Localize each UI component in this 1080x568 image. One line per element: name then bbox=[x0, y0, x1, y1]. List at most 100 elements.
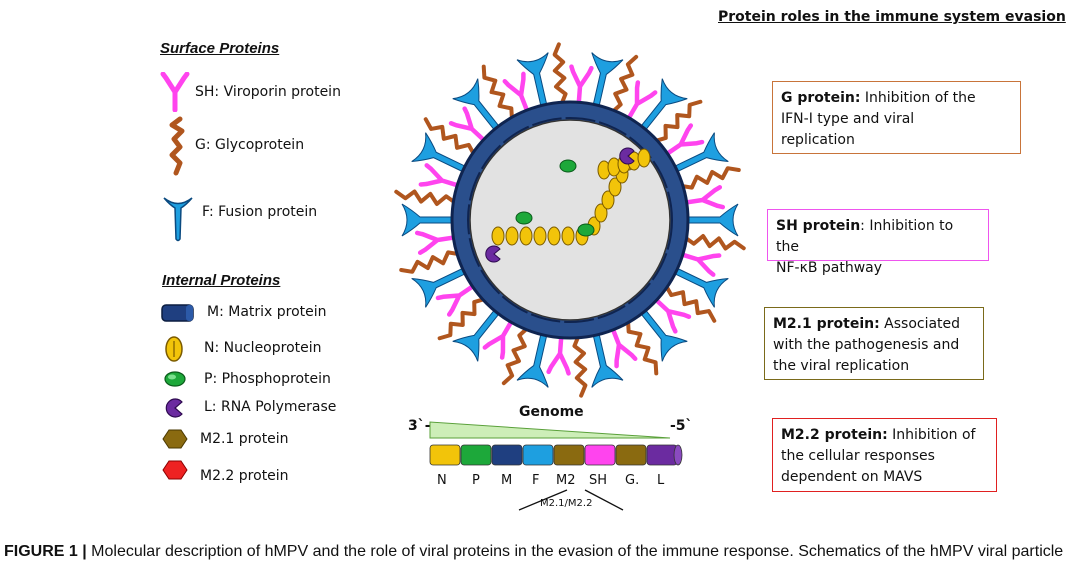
legend-m22-label: M2.2 protein bbox=[200, 468, 289, 484]
legend-n-label: N: Nucleoprotein bbox=[204, 340, 322, 356]
glycoprotein-spike bbox=[663, 283, 717, 323]
fusion-protein-spike bbox=[452, 308, 501, 362]
legend-m21-label: M2.1 protein bbox=[200, 431, 289, 447]
nucleoprotein-unit bbox=[637, 148, 651, 168]
nucleoprotein-unit bbox=[519, 226, 533, 246]
gene-label-l: L bbox=[657, 473, 665, 488]
phosphoprotein-unit bbox=[515, 211, 533, 225]
nucleoprotein-unit bbox=[561, 226, 575, 246]
sh-protein-spike bbox=[610, 325, 638, 369]
figure-caption: FIGURE 1 | Molecular description of hMPV… bbox=[4, 543, 1063, 561]
fusion-protein-spike bbox=[411, 266, 468, 308]
rna-polymerase-unit bbox=[485, 245, 501, 263]
genome-bar bbox=[429, 444, 683, 466]
genome-3-prime: 3`- bbox=[408, 418, 431, 434]
nucleoprotein-unit bbox=[533, 226, 547, 246]
fusion-protein-spike bbox=[639, 308, 688, 362]
internal-proteins-title: Internal Proteins bbox=[162, 272, 281, 289]
glycoprotein-spike bbox=[501, 325, 530, 386]
caption-label: FIGURE 1 | bbox=[4, 543, 87, 560]
legend-f-label: F: Fusion protein bbox=[202, 204, 318, 220]
g-protein-role-box: G protein: Inhibition of the IFN-I type … bbox=[772, 81, 1021, 154]
genome-segment-n bbox=[429, 444, 461, 466]
legend-p-label: P: Phosphoprotein bbox=[204, 371, 331, 387]
sh-protein-spike bbox=[448, 106, 488, 144]
phosphoprotein-unit bbox=[559, 159, 577, 173]
sh-icon bbox=[160, 72, 190, 112]
nucleoprotein-unit bbox=[601, 190, 615, 210]
matrix-icon bbox=[161, 304, 194, 322]
m21-protein-role-box: M2.1 protein: Associated with the pathog… bbox=[764, 307, 984, 380]
fusion-protein-spike bbox=[672, 266, 729, 308]
gene-label-m: M bbox=[501, 473, 513, 488]
sh-protein-spike bbox=[418, 163, 462, 189]
genome-gradient-triangle bbox=[429, 421, 671, 439]
glycoprotein-spike bbox=[394, 189, 458, 206]
sh-protein-spike bbox=[678, 251, 722, 277]
glycoprotein-spike bbox=[682, 234, 746, 251]
glycoprotein-spike bbox=[423, 117, 477, 157]
sh-protein-spike bbox=[682, 185, 726, 210]
m22-protein-role-box: M2.2 protein: Inhibition of the cellular… bbox=[772, 418, 997, 492]
glycoprotein-spike bbox=[481, 64, 514, 122]
legend-g-label: G: Glycoprotein bbox=[195, 137, 305, 153]
glycoprotein-spike bbox=[653, 99, 703, 144]
nucleoprotein-unit bbox=[594, 203, 608, 223]
gene-label-f: F bbox=[532, 473, 540, 488]
glycoprotein-spike bbox=[552, 42, 568, 107]
rna-polymerase-icon bbox=[165, 398, 183, 418]
hmpv-virion-diagram bbox=[394, 42, 746, 398]
sh-protein-spike bbox=[482, 318, 515, 360]
fusion-protein-spike bbox=[452, 78, 501, 132]
f-fusion-icon bbox=[163, 197, 193, 242]
m2-split-lines bbox=[518, 489, 624, 511]
sh-protein-spike bbox=[652, 296, 692, 334]
m22-protein-title: M2.2 protein: bbox=[781, 427, 888, 443]
genome-segment-f bbox=[522, 444, 554, 466]
sh-protein-role-box: SH protein: Inhibition to the NF-κB path… bbox=[767, 209, 989, 276]
genome-end-cap bbox=[673, 444, 683, 466]
fusion-protein-spike bbox=[401, 203, 455, 237]
nucleoprotein-unit bbox=[505, 226, 519, 246]
gene-label-sh: SH bbox=[589, 473, 608, 488]
genome-segment-p bbox=[460, 444, 492, 466]
genome-title: Genome bbox=[519, 404, 584, 420]
fusion-protein-spike bbox=[685, 203, 739, 237]
fusion-protein-spike bbox=[591, 331, 624, 388]
sh-protein-spike bbox=[663, 123, 705, 157]
sh-protein-spike bbox=[546, 333, 571, 376]
genome-segment-sh bbox=[584, 444, 616, 466]
caption-text: Molecular description of hMPV and the ro… bbox=[86, 543, 1064, 560]
genome-segment-g bbox=[615, 444, 647, 466]
glycoprotein-spike bbox=[626, 318, 659, 376]
ribonucleoprotein-complex bbox=[485, 147, 651, 263]
glycoprotein-spike bbox=[572, 333, 588, 398]
gene-label-p: P bbox=[472, 473, 480, 488]
legend-l-label: L: RNA Polymerase bbox=[204, 399, 337, 415]
nucleoprotein-unit bbox=[608, 177, 622, 197]
surface-glycoprotein-ring bbox=[394, 42, 746, 398]
surface-proteins-title: Surface Proteins bbox=[160, 40, 280, 57]
sh-protein-spike bbox=[569, 64, 594, 107]
m22-hexagon-icon bbox=[162, 460, 188, 480]
fusion-protein-spike bbox=[411, 132, 468, 174]
viral-core bbox=[469, 119, 671, 321]
roles-header: Protein roles in the immune system evasi… bbox=[718, 9, 1066, 25]
fusion-protein-spike bbox=[591, 52, 624, 109]
genome-segment-m2 bbox=[553, 444, 585, 466]
g-protein-title: G protein: bbox=[781, 90, 861, 106]
sh-protein-spike bbox=[414, 230, 458, 255]
gene-label-n: N bbox=[437, 473, 447, 488]
g-glycoprotein-icon bbox=[169, 116, 185, 176]
gene-label-g: G. bbox=[625, 473, 640, 488]
sh-protein-spike bbox=[502, 71, 530, 115]
genome-segment-l bbox=[646, 444, 678, 466]
fusion-protein-spike bbox=[672, 132, 729, 174]
glycoprotein-spike bbox=[678, 166, 741, 190]
genome-5-prime: -5` bbox=[670, 418, 693, 434]
rna-polymerase-unit bbox=[619, 147, 635, 165]
nucleoprotein-unit bbox=[547, 226, 561, 246]
m21-protein-title: M2.1 protein: bbox=[773, 316, 880, 332]
m21-m22-label: M2.1/M2.2 bbox=[540, 498, 593, 509]
sh-protein-spike bbox=[435, 283, 477, 317]
